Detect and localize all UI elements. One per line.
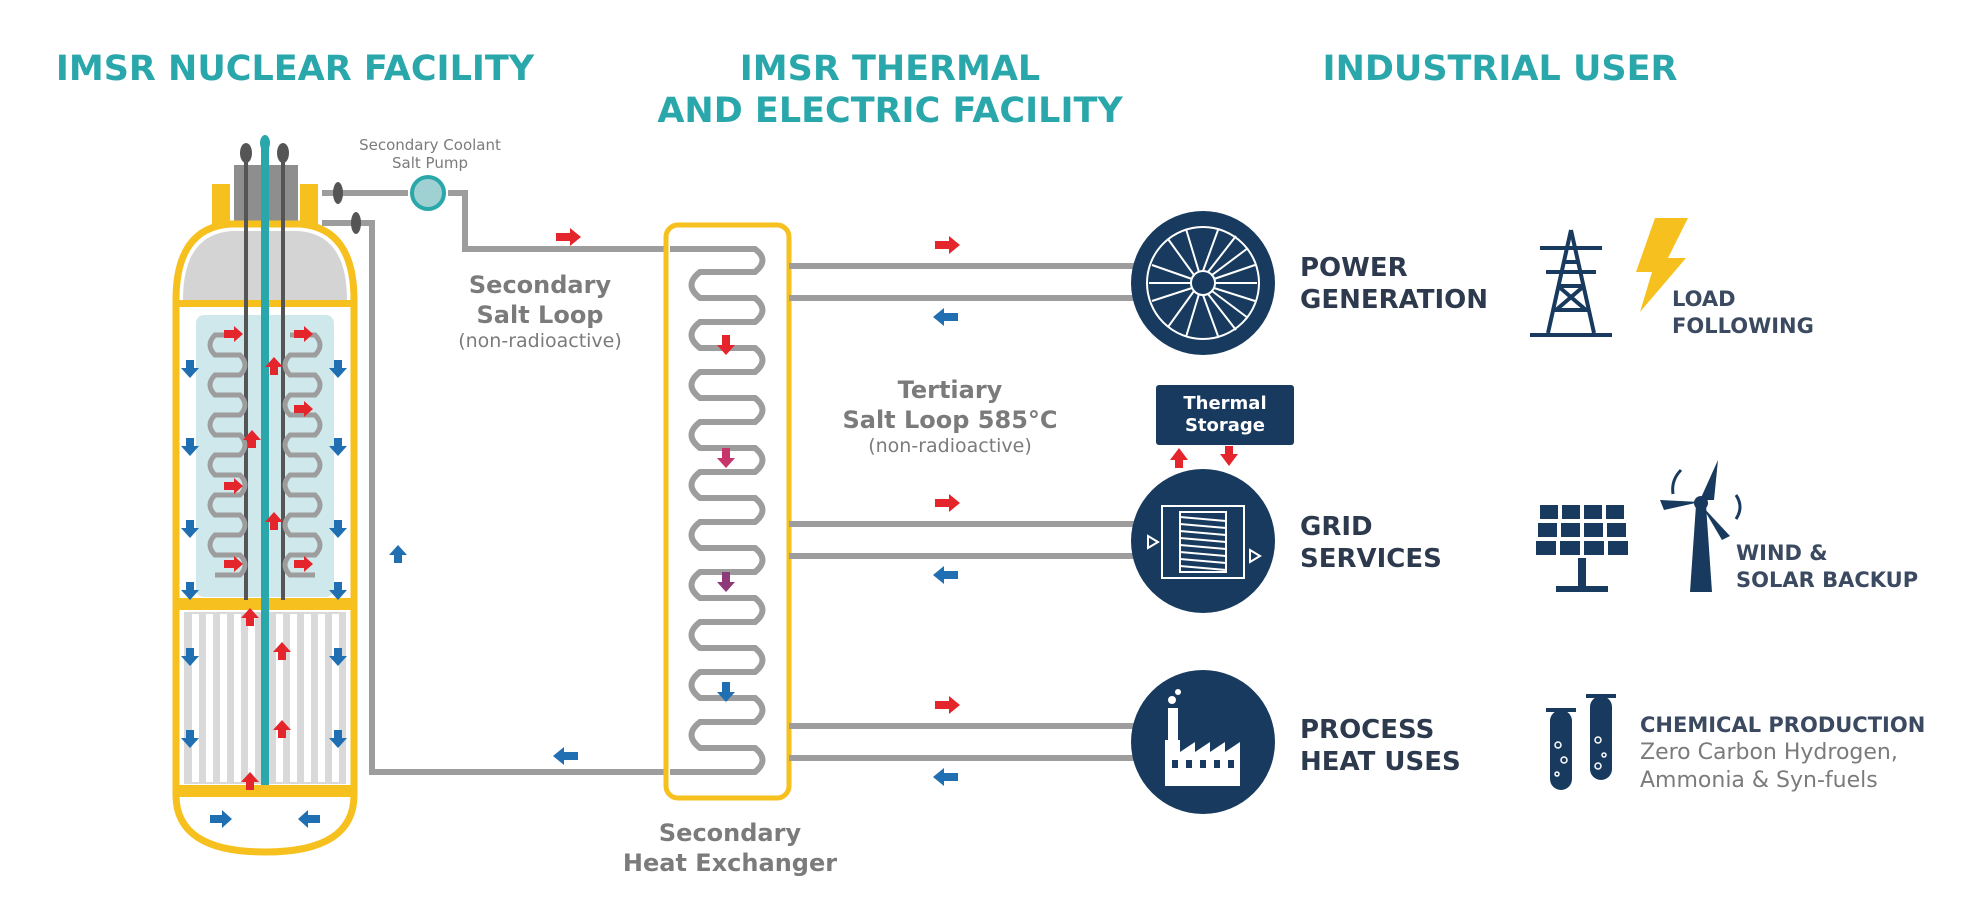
reactor-head-flange-right bbox=[300, 184, 318, 224]
renewables-line2: SOLAR BACKUP bbox=[1736, 568, 1919, 592]
rod-cap-center bbox=[260, 135, 270, 151]
core-graphite-columns bbox=[192, 614, 339, 782]
grid-services-label: GRID SERVICES bbox=[1300, 511, 1442, 575]
secondary-loop-arrows bbox=[389, 228, 581, 765]
chemical-line1: Zero Carbon Hydrogen, bbox=[1640, 740, 1898, 765]
reactor-lower-plate bbox=[178, 785, 352, 797]
reactor-vessel bbox=[172, 135, 358, 856]
load-line2: FOLLOWING bbox=[1672, 314, 1814, 338]
thermal-storage-line2: Storage bbox=[1184, 415, 1266, 436]
thermal-storage-line1: Thermal bbox=[1183, 393, 1267, 414]
heat-exchanger-arrows bbox=[717, 335, 735, 702]
chemical-line2: Ammonia & Syn-fuels bbox=[1640, 768, 1878, 793]
tertiary-loop-line1: Tertiary bbox=[897, 376, 1003, 404]
lightning-icon bbox=[1636, 218, 1688, 312]
solar-panel-icon bbox=[1536, 505, 1628, 592]
tertiary-salt-loop-pipes bbox=[789, 263, 1140, 761]
renewables-line1: WIND & bbox=[1736, 541, 1828, 565]
process-line2: HEAT USES bbox=[1300, 747, 1461, 777]
heat-exchanger-line2: Heat Exchanger bbox=[622, 849, 838, 877]
grid-line1: GRID bbox=[1300, 512, 1373, 542]
pump-label-line1: Secondary Coolant bbox=[359, 136, 501, 154]
reactor-head-flange-left bbox=[212, 184, 230, 224]
wind-turbine-icon bbox=[1660, 460, 1742, 592]
secondary-heat-exchanger bbox=[663, 222, 792, 801]
tertiary-loop-line2: Salt Loop 585°C bbox=[842, 406, 1058, 434]
heading-nuclear-facility: IMSR NUCLEAR FACILITY bbox=[55, 49, 535, 89]
chemical-title: CHEMICAL PRODUCTION bbox=[1640, 713, 1926, 737]
heading-thermal-facility: IMSR THERMAL AND ELECTRIC FACILITY bbox=[640, 48, 1140, 132]
power-generation-node bbox=[1131, 211, 1275, 355]
chemical-production-label: CHEMICAL PRODUCTION Zero Carbon Hydrogen… bbox=[1640, 712, 1925, 795]
process-line1: PROCESS bbox=[1300, 715, 1435, 745]
reactor-coil-left bbox=[207, 332, 248, 578]
tertiary-loop-note: (non-radioactive) bbox=[868, 435, 1032, 457]
heading-thermal-line2: AND ELECTRIC FACILITY bbox=[657, 91, 1123, 131]
rod-cap-left bbox=[240, 143, 252, 163]
load-line1: LOAD bbox=[1672, 287, 1736, 311]
test-tubes-icon bbox=[1546, 694, 1616, 790]
heat-exchanger-label: Secondary Heat Exchanger bbox=[610, 818, 850, 878]
reactor-hot-arrows bbox=[224, 326, 313, 790]
tertiary-salt-loop-label: Tertiary Salt Loop 585°C (non-radioactiv… bbox=[830, 375, 1070, 457]
power-line1: POWER bbox=[1300, 253, 1408, 283]
wind-solar-label: WIND & SOLAR BACKUP bbox=[1736, 540, 1918, 594]
secondary-loop-line1: Secondary bbox=[468, 271, 612, 299]
power-line2: GENERATION bbox=[1300, 285, 1489, 315]
pump-label: Secondary Coolant Salt Pump bbox=[330, 136, 530, 172]
load-following-label: LOAD FOLLOWING bbox=[1672, 286, 1814, 340]
secondary-loop-line2: Salt Loop bbox=[476, 301, 604, 329]
heat-exchanger-coil bbox=[670, 246, 766, 775]
reactor-center-channel bbox=[261, 145, 269, 785]
pipe-valves bbox=[333, 182, 361, 234]
rod-cap-right bbox=[277, 143, 289, 163]
process-heat-node bbox=[1131, 670, 1275, 814]
heat-storage-coil-icon bbox=[1147, 505, 1262, 579]
tertiary-loop-arrows bbox=[933, 236, 1238, 786]
reactor-cold-arrows bbox=[181, 360, 347, 828]
secondary-loop-note: (non-radioactive) bbox=[458, 330, 622, 352]
heading-thermal-line1: IMSR THERMAL bbox=[739, 49, 1041, 89]
power-generation-label: POWER GENERATION bbox=[1300, 252, 1488, 316]
grid-line2: SERVICES bbox=[1300, 544, 1442, 574]
reactor-coil-right bbox=[282, 332, 323, 578]
secondary-salt-loop-label: Secondary Salt Loop (non-radioactive) bbox=[430, 270, 650, 352]
pump-label-line2: Salt Pump bbox=[392, 154, 468, 172]
grid-services-node bbox=[1131, 469, 1275, 613]
turbine-icon bbox=[1146, 226, 1260, 340]
process-heat-label: PROCESS HEAT USES bbox=[1300, 714, 1461, 778]
secondary-coolant-pump-icon bbox=[410, 175, 446, 211]
power-tower-icon bbox=[1530, 229, 1612, 337]
thermal-storage-box: Thermal Storage bbox=[1156, 385, 1294, 445]
heat-exchanger-line1: Secondary bbox=[658, 819, 802, 847]
heading-industrial-user: INDUSTRIAL USER bbox=[1322, 49, 1678, 89]
